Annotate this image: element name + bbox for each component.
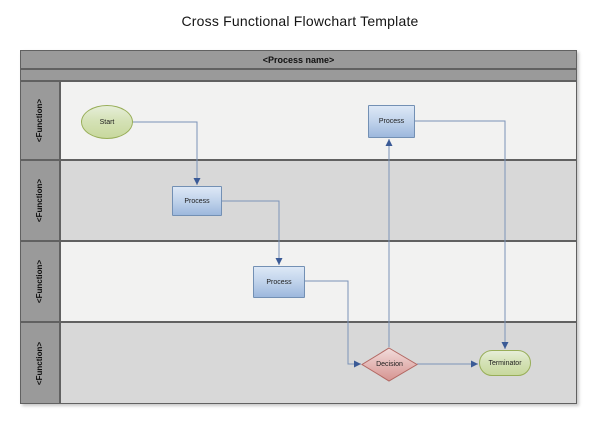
terminator-node: Terminator bbox=[479, 350, 531, 376]
lane-label-text-3: <Function> bbox=[35, 259, 45, 304]
lane-label-1: <Function> bbox=[20, 81, 60, 160]
swimlane-row-2: <Function> bbox=[20, 160, 577, 241]
lane-content-3 bbox=[60, 241, 577, 322]
lane-label-4: <Function> bbox=[20, 322, 60, 404]
process-node-1: Process bbox=[368, 105, 415, 138]
lane-label-text-2: <Function> bbox=[35, 178, 45, 223]
phase-row bbox=[20, 69, 577, 81]
process-node-3-label: Process bbox=[266, 278, 292, 286]
process-node-2: Process bbox=[172, 186, 222, 216]
decision-node-label: Decision bbox=[376, 361, 403, 368]
lane-label-text-1: <Function> bbox=[35, 98, 45, 143]
decision-node: Decision bbox=[362, 348, 417, 381]
start-node-label: Start bbox=[99, 118, 115, 126]
page-title: Cross Functional Flowchart Template bbox=[181, 13, 419, 29]
lane-label-2: <Function> bbox=[20, 160, 60, 241]
terminator-node-label: Terminator bbox=[488, 359, 522, 367]
process-name-label: <Process name> bbox=[262, 54, 335, 65]
start-node: Start bbox=[81, 105, 133, 139]
lane-content-1 bbox=[60, 81, 577, 160]
process-node-1-label: Process bbox=[378, 118, 405, 125]
lane-label-text-4: <Function> bbox=[35, 341, 45, 385]
process-node-2-label: Process bbox=[184, 197, 210, 205]
process-name-header: <Process name> bbox=[20, 50, 577, 69]
lane-label-3: <Function> bbox=[20, 241, 60, 322]
lane-content-2 bbox=[60, 160, 577, 241]
process-node-3: Process bbox=[253, 266, 305, 298]
